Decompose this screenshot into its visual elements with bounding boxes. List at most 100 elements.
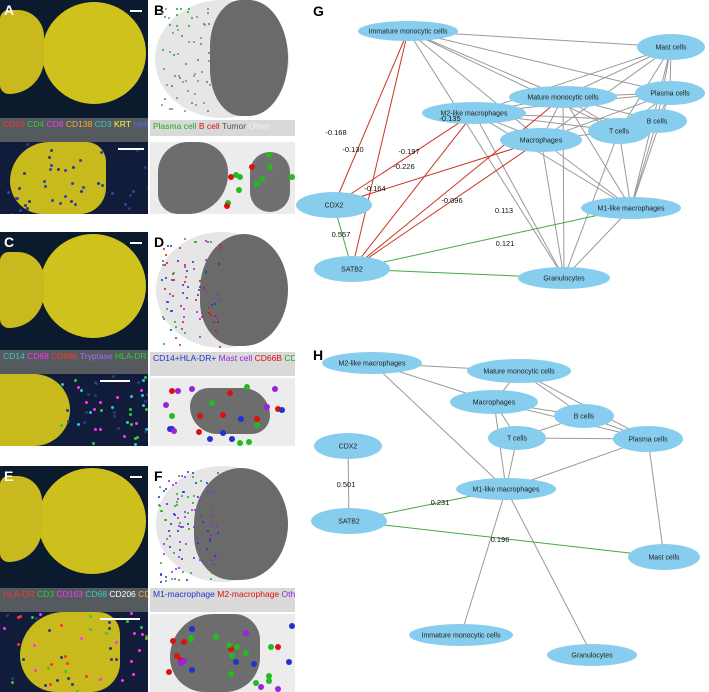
network-node-satb2[interactable]: SATB2 [311, 508, 387, 534]
network-edge [563, 207, 632, 279]
edge-weight-label: 0.196 [491, 535, 510, 544]
edge-weight-label: -0.096 [441, 196, 462, 205]
legend-c: CD14 CD68 CD66b Tryptase HLA-DR KRT Hema… [0, 350, 148, 374]
legend-entry: B cell [198, 121, 222, 131]
network-node-cdx2[interactable]: CDX2 [314, 433, 382, 459]
network-node-imm[interactable]: Immature monocytic cells [409, 624, 513, 646]
network-node-macro[interactable]: Macrophages [450, 390, 538, 414]
node-label: Macrophages [473, 400, 516, 407]
edge-weight-label: 0.231 [431, 498, 450, 507]
network-node-tcell[interactable]: T cells [488, 426, 546, 450]
zoom-inset-b [150, 142, 295, 214]
network-edge [460, 488, 507, 636]
edge-weight-label: -0.168 [325, 128, 346, 137]
network-edge-weighted [333, 139, 542, 206]
network-node-bcell[interactable]: B cells [554, 404, 614, 428]
panel-a-microscopy: A CD20 CD4 CD8 CD138 CD3 KRT Hematoxylin [0, 0, 148, 214]
network-node-mast[interactable]: Mast cells [628, 544, 700, 570]
node-ellipse [554, 404, 614, 428]
node-label: Granulocytes [571, 653, 613, 660]
network-node-m2[interactable]: M2-like macrophages [422, 102, 526, 124]
network-node-mast[interactable]: Mast cells [637, 34, 705, 60]
node-ellipse [488, 426, 546, 450]
node-label: Mast cells [655, 45, 687, 52]
node-label: SATB2 [338, 519, 360, 526]
network-node-mature[interactable]: Mature monocytic cells [467, 359, 571, 383]
network-edge [630, 120, 658, 209]
node-label: B cells [574, 414, 595, 421]
edge-weight-label: 0.501 [337, 480, 356, 489]
panel-label-h: H [313, 347, 324, 363]
edge-weight-label: -0.164 [364, 184, 385, 193]
scale-bar-a [130, 10, 142, 12]
node-label: M1-like macrophages [598, 206, 665, 213]
network-node-imm[interactable]: Immature monocytic cells [358, 21, 458, 41]
network-node-gran[interactable]: Granulocytes [547, 644, 637, 666]
node-label: M2-like macrophages [339, 361, 406, 368]
node-label: CDX2 [339, 444, 358, 451]
legend-entry: CD206 [109, 589, 139, 599]
node-label: Mature monocytic cells [483, 369, 555, 376]
network-node-satb2[interactable]: SATB2 [314, 256, 390, 282]
tumor-region-b [210, 0, 288, 116]
edge-weight-label: 0.113 [495, 206, 513, 215]
legend-f: M1-macrophage M2-macrophage Other macrop… [150, 588, 295, 612]
legend-entry: CD66b [51, 351, 80, 361]
network-node-gran[interactable]: Granulocytes [518, 267, 610, 289]
node-ellipse [518, 267, 610, 289]
zoom-inset-a [0, 142, 148, 214]
network-node-plasma[interactable]: Plasma cells [613, 426, 683, 452]
edge-weight-label: 0.121 [496, 239, 515, 248]
node-ellipse [450, 390, 538, 414]
network-node-m2[interactable]: M2-like macrophages [322, 352, 422, 374]
network-node-tcell[interactable]: T cells [588, 118, 650, 144]
tissue-core-c [40, 234, 146, 338]
panel-f-cell-map: F M1-macrophage M2-macrophage Other macr… [150, 466, 295, 692]
network-edge [407, 30, 542, 141]
node-label: M2-like macrophages [441, 111, 508, 118]
scale-bar-e-inset [100, 618, 140, 620]
network-node-macro[interactable]: Macrophages [500, 128, 582, 152]
legend-b: Plasma cell B cell Tumor Other [150, 120, 295, 136]
legend-entry: CD14+HLA-DR- [284, 353, 295, 363]
network-edge [407, 30, 564, 98]
tissue-fragment-c [0, 252, 44, 328]
tissue-fragment-a [0, 10, 44, 94]
zoom-inset-d [150, 378, 295, 446]
network-node-plasma[interactable]: Plasma cells [635, 81, 705, 105]
network-node-mature[interactable]: Mature monocytic cells [509, 86, 617, 108]
legend-entry: Tryptase [79, 351, 115, 361]
legend-entry: CD68 [85, 589, 110, 599]
network-edge-weighted [351, 96, 564, 270]
tissue-core-e [38, 468, 146, 574]
network-edge [371, 362, 507, 490]
network-edge-weighted [333, 112, 475, 206]
network-node-m1[interactable]: M1-like macrophages [581, 197, 681, 219]
legend-entry: HLA-DR [3, 589, 38, 599]
tumor-region-d [200, 234, 288, 346]
node-label: CDX2 [325, 203, 344, 210]
node-label: B cells [647, 119, 668, 126]
network-edge-weighted [351, 139, 542, 270]
edge-weight-label: -0.226 [393, 162, 414, 171]
legend-entry: CD80 [138, 589, 148, 599]
edge-weight-label: -0.197 [398, 147, 419, 156]
node-ellipse [314, 256, 390, 282]
node-ellipse [314, 433, 382, 459]
tissue-fragment-e [0, 476, 42, 562]
panel-d-cell-map: D CD14+HLA-DR+ Mast cell CD66B CD14+HLA-… [150, 232, 295, 446]
network-edge [407, 30, 565, 279]
panel-label-b: B [154, 2, 165, 18]
scale-bar-c [130, 242, 142, 244]
node-ellipse [613, 426, 683, 452]
network-edge [473, 112, 565, 279]
panel-e-microscopy: E HLA-DR CD3 CD163 CD68 CD206 CD80 PD-L1… [0, 466, 148, 692]
edge-weight-label: -0.135 [439, 114, 460, 123]
node-label: Mature monocytic cells [527, 95, 599, 102]
network-node-m1[interactable]: M1-like macrophages [456, 478, 556, 500]
legend-entry: HLA-DR [114, 351, 148, 361]
legend-entry: KRT [114, 119, 134, 129]
legend-entry: M2-macrophage [217, 589, 282, 599]
network-node-cdx2[interactable]: CDX2 [296, 192, 372, 218]
